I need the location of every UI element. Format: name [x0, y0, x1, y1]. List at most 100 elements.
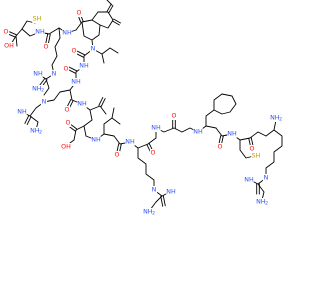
bond-82 [265, 119, 277, 137]
bond-33 [68, 66, 78, 72]
atom-nh-cha: NH [193, 128, 203, 136]
bond-19 [81, 19, 101, 41]
atom-label-nh-arg1: NH [62, 30, 72, 37]
bond-36 [29, 89, 71, 117]
bond-16 [75, 11, 99, 31]
bond-28 [76, 50, 86, 56]
bond-7 [45, 33, 49, 45]
atom-label-o-arg3: O [151, 150, 156, 157]
atom-label-o-ile1: O [72, 48, 77, 55]
atom-o-gly: O [170, 112, 178, 120]
atom-subscript-guan4-h2: 2 [265, 201, 268, 207]
bond-47 [98, 96, 104, 106]
atom-label-guan3-nh: NH [166, 189, 176, 196]
atom-label-guan2-n: N [42, 99, 47, 106]
atom-label-guan2-nh: NH [17, 109, 27, 116]
bond-83 [257, 129, 283, 185]
atom-label-nh-gly: NH [151, 125, 161, 132]
atom-o-ile1: O [70, 47, 78, 55]
atom-label-o-ile2: O [115, 152, 120, 159]
bond-39 [26, 116, 32, 126]
atom-oh-asp: OH [61, 143, 71, 151]
atom-label-n-tic: N [91, 46, 96, 53]
atom-label-nh-ile1: NH [79, 63, 89, 70]
atom-o-asp-side: O [64, 119, 72, 127]
atom-guan4-nh: NH [244, 176, 254, 184]
bond-73 [205, 93, 237, 127]
atom-label-o-arg2: O [64, 66, 69, 73]
bond-45 [89, 105, 107, 115]
bond-14 [43, 78, 50, 96]
atom-label-guan4-n: N [264, 175, 269, 182]
atom-label-nh-arg2: NH [71, 79, 81, 86]
atom-label-guan4-nh: NH [244, 177, 254, 184]
atom-label-oh-acid: OH [4, 43, 14, 50]
atom-o-arg3: O [149, 149, 157, 157]
atom-guan2-n: N [40, 98, 48, 106]
atom-guan3-nh: NH [166, 188, 176, 196]
atom-nh-cys2: NH [227, 130, 237, 138]
bond-24 [106, 0, 113, 6]
atom-nh-arg2: NH [71, 78, 81, 86]
atom-nh-ile2: NH [91, 136, 101, 144]
atom-guan1-n: N [50, 70, 58, 78]
bond-63 [162, 195, 166, 207]
atom-label-guan1-nh: NH [33, 71, 43, 78]
atom-label-o-acid: O [4, 29, 9, 36]
bond-55 [111, 117, 121, 125]
atom-sh-top: SH [32, 15, 42, 23]
atom-label-o-cys2: O [250, 146, 255, 153]
atom-label-nh-ile2: NH [91, 137, 101, 144]
atom-label-nh-asp: NH [77, 101, 87, 108]
bond-22 [108, 5, 114, 13]
atom-nh-cys: NH [35, 28, 45, 36]
atom-guan3-n: N [150, 186, 158, 194]
atom-nh-asp: NH [77, 100, 87, 108]
atom-label-guan3-nh2: NH [143, 209, 153, 216]
atom-label-nh-cys: NH [35, 29, 45, 36]
bond-3 [9, 31, 17, 36]
atom-o-arg1: O [42, 43, 50, 51]
bond-4 [8, 33, 16, 38]
bond-48 [83, 119, 93, 137]
atom-o-asp: O [63, 106, 71, 114]
bond-87 [257, 183, 265, 201]
atom-label-nh-cys2: NH [227, 131, 237, 138]
atom-sh-bottom: SH [251, 152, 261, 160]
atom-label-o-gly: O [172, 113, 177, 120]
atom-label-nh-cha: NH [193, 129, 203, 136]
atom-label-oh-asp: OH [61, 144, 71, 151]
atom-label-guan2-nh2: NH [30, 128, 40, 135]
atom-label-guan1-nh2: NH [32, 86, 42, 93]
bond-46 [100, 98, 106, 108]
atom-label-o-arg1: O [44, 44, 49, 51]
atom-label-o-tic: O [77, 10, 82, 17]
atom-nh-gly: NH [151, 124, 161, 132]
atom-label-guan3-n: N [152, 187, 157, 194]
bond-38 [24, 114, 30, 124]
atom-label-sh-bottom: SH [252, 153, 261, 160]
atom-label-guan4-nh2: NH [256, 199, 266, 206]
bond-21 [97, 11, 114, 29]
atom-label-sh-top: SH [33, 16, 42, 23]
bond-lines [8, 0, 283, 211]
bond-26 [113, 18, 121, 24]
atom-nh-arg1: NH [62, 29, 72, 37]
bond-78 [239, 139, 255, 159]
bond-23 [106, 4, 112, 12]
bond-64 [149, 195, 163, 211]
atom-o-arg2: O [62, 65, 70, 73]
bond-79 [249, 131, 267, 139]
bond-62 [160, 195, 164, 207]
atom-label-o-asp: O [65, 107, 70, 114]
bond-31 [101, 53, 105, 64]
atom-subscript-guan1-h2: 2 [41, 88, 44, 94]
